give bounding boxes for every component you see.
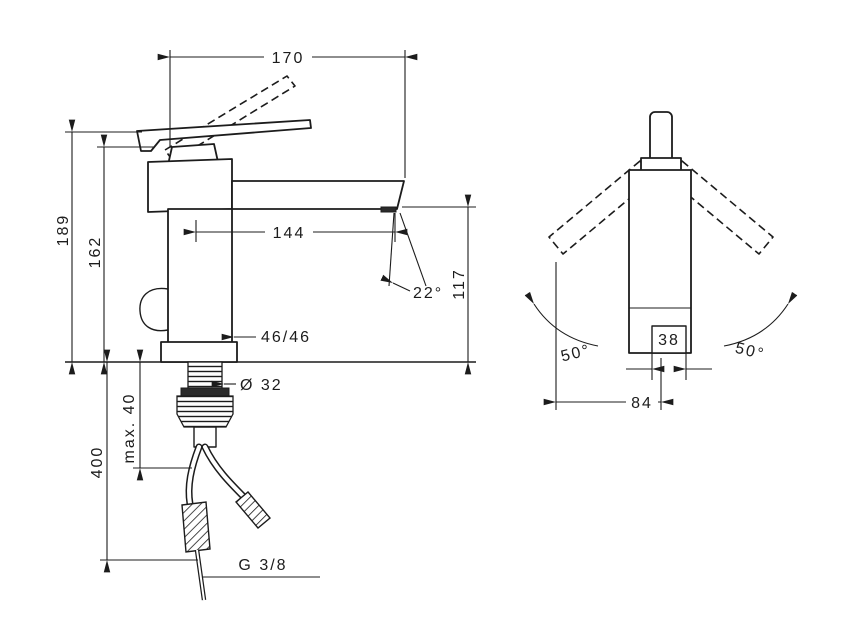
washer	[180, 387, 230, 397]
base-flange	[160, 341, 238, 363]
dimension-max-40: max. 40	[121, 349, 192, 481]
angle-22-label: 22°	[413, 285, 443, 302]
front-body	[628, 169, 692, 354]
angle-50-left-label: 50°	[559, 342, 592, 366]
dim-84-label: 84	[631, 395, 653, 412]
dim-189-label: 189	[55, 214, 72, 247]
dim-117-label: 117	[451, 268, 468, 300]
hose-connector-right	[235, 491, 271, 529]
dimension-46-46: 46/46	[221, 329, 311, 346]
dimension-189: 189	[55, 119, 142, 375]
max-40-label: max. 40	[121, 393, 138, 464]
front-body-outline	[628, 111, 692, 354]
dim-38-label: 38	[658, 332, 680, 349]
pop-up-rod	[139, 287, 169, 332]
dimension-dia-32: Ø 32	[211, 377, 283, 394]
angle-50-right-label: 50°	[733, 340, 766, 364]
supply-hoses	[181, 443, 271, 601]
dim-46-46-label: 46/46	[261, 329, 311, 346]
thread-label: G 3/8	[238, 557, 287, 574]
dimension-thread: G 3/8	[203, 557, 320, 578]
dim-170-label: 170	[272, 50, 305, 67]
front-lever	[649, 111, 673, 165]
faucet-side-view: 170 189 162 144 117 22°	[55, 47, 476, 601]
under-counter-assembly	[176, 361, 234, 448]
aerator	[380, 206, 397, 213]
front-aerator	[651, 325, 687, 354]
dim-162-label: 162	[87, 236, 104, 269]
dimension-angle-50-right: 50°	[723, 291, 798, 364]
dimension-400: 400	[89, 349, 198, 573]
mixer-head	[147, 158, 233, 213]
dimension-170: 170	[157, 47, 418, 178]
dia-32-label: Ø 32	[240, 377, 283, 394]
threaded-shank	[187, 361, 223, 389]
dimension-angle-50-left: 50°	[524, 291, 599, 366]
dim-400-label: 400	[89, 446, 106, 479]
lever-handle	[136, 119, 312, 152]
dimension-162: 162	[87, 134, 155, 375]
dimension-angle-22: 22°	[380, 274, 443, 302]
spray-cone	[388, 212, 427, 287]
mounting-nut	[176, 395, 234, 428]
hose-connector-left	[181, 501, 211, 553]
body-column	[167, 208, 233, 347]
dimension-84: 84	[543, 262, 674, 412]
dim-144-label: 144	[273, 225, 306, 242]
dimension-38: 38	[626, 332, 712, 380]
faucet-body-outline	[136, 75, 405, 363]
spout	[231, 180, 405, 210]
dimension-117: 117	[402, 194, 476, 375]
dimension-144: 144	[183, 213, 408, 242]
faucet-front-view: 50° 50° 38 84	[524, 111, 798, 412]
